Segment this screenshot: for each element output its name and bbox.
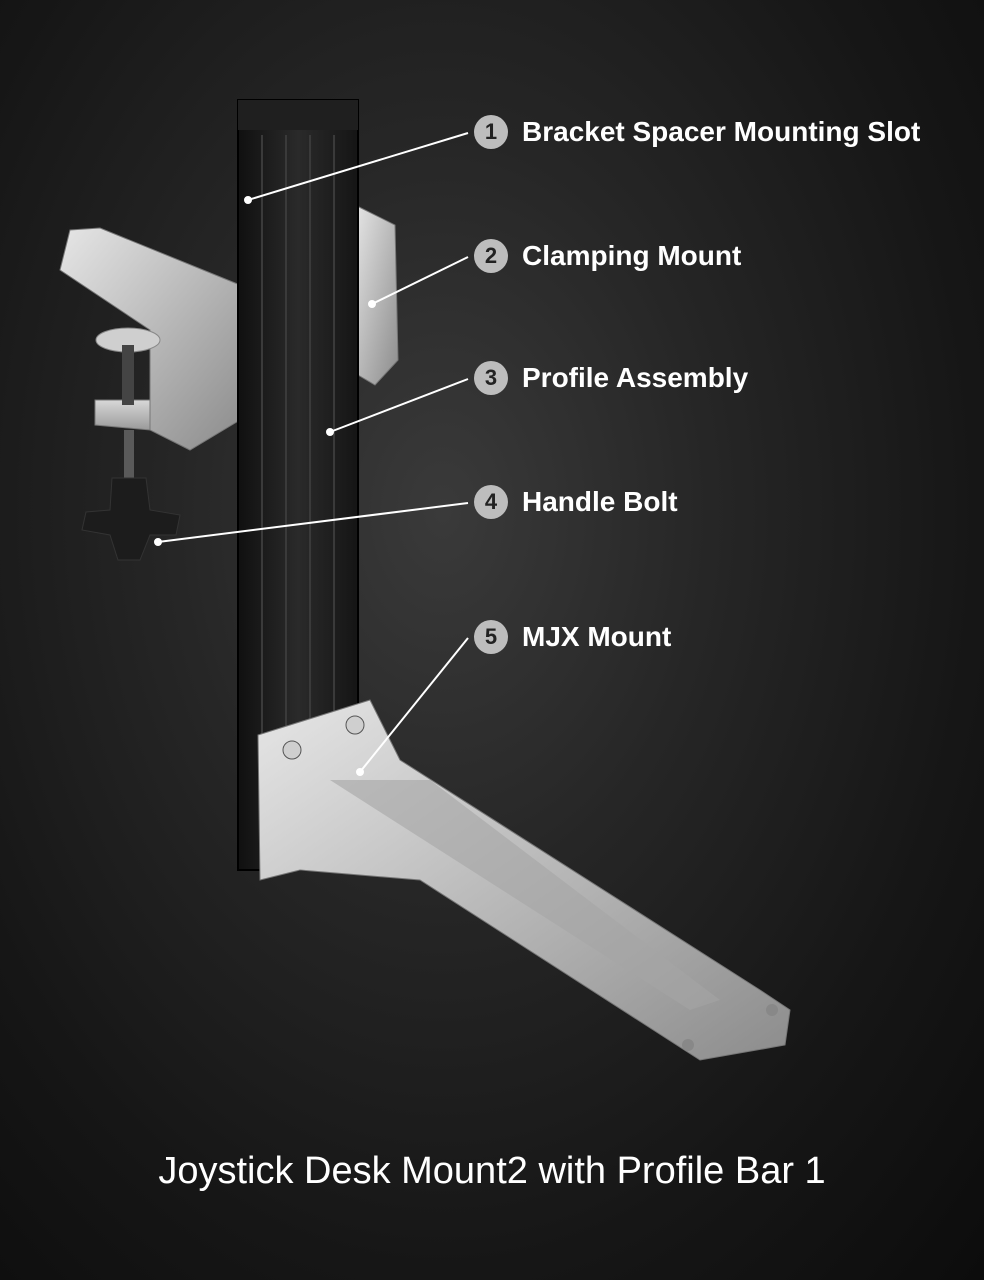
callout-profile-assembly: 3 Profile Assembly [474,361,748,395]
callout-number: 3 [474,361,508,395]
callout-label: Profile Assembly [522,362,749,393]
callout-label: Handle Bolt [522,486,678,517]
callout-bracket-spacer-mounting-slot: 1 Bracket Spacer Mounting Slot [474,115,920,149]
clamping-mount [59,204,399,451]
callout-number: 4 [474,485,508,519]
product-caption: Joystick Desk Mount2 with Profile Bar 1 [158,1150,826,1192]
callout-label: Clamping Mount [522,240,742,271]
leader-lines [154,132,469,776]
callout-clamping-mount: 2 Clamping Mount [474,239,741,273]
mjx-mount [257,699,791,1061]
callout-number: 2 [474,239,508,273]
callout-number: 1 [474,115,508,149]
callout-mjx-mount: 5 MJX Mount [474,620,671,654]
callout-number: 5 [474,620,508,654]
callout-handle-bolt: 4 Handle Bolt [474,485,678,519]
callout-label: MJX Mount [522,621,672,652]
handle-bolt [81,430,181,561]
callout-label: Bracket Spacer Mounting Slot [522,116,921,147]
